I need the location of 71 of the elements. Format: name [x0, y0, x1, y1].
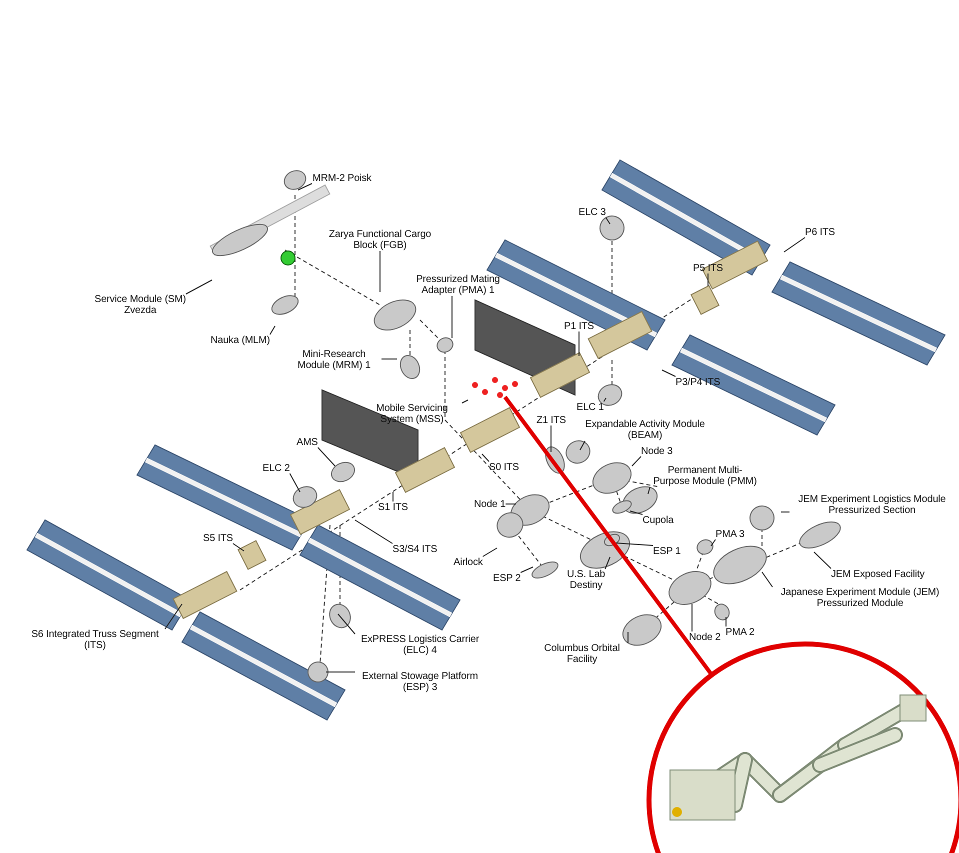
- part-label: JEM Experiment Logistics Module Pressurized Section: [790, 494, 954, 516]
- part-label: Pressurized Mating Adapter (PMA) 1: [403, 274, 513, 296]
- part-label: S1 ITS: [378, 502, 408, 512]
- part-label: ExPRESS Logistics Carrier (ELC) 4: [355, 634, 485, 656]
- leader-line: [289, 473, 300, 492]
- part-label: P6 ITS: [805, 226, 835, 238]
- part-label: Node 2: [689, 632, 721, 642]
- leader-line: [580, 440, 586, 450]
- part-label: PMA 2: [726, 626, 754, 638]
- leader-line: [578, 331, 580, 356]
- leader-line: [710, 539, 716, 546]
- part-label: MRM-2 Poisk: [312, 172, 372, 184]
- leader-line: [164, 604, 182, 630]
- leader-line: [482, 548, 498, 557]
- zoom-line: [503, 396, 712, 674]
- part-label: ELC 1: [576, 402, 604, 412]
- part-label: Destiny: [568, 580, 604, 591]
- part-label: P1 ITS: [564, 320, 594, 332]
- part-label: Cupola: [642, 514, 674, 526]
- part-label: S6 Integrated Truss Segment (ITS): [25, 629, 165, 651]
- part-label: ESP 1: [653, 546, 681, 556]
- leader-line: [482, 454, 490, 462]
- part-label: S0 ITS: [489, 462, 519, 472]
- leader-line: [784, 237, 806, 252]
- leader-line: [762, 572, 773, 588]
- leader-line: [814, 552, 832, 569]
- leader-line: [381, 358, 398, 360]
- part-label: S5 ITS: [203, 532, 233, 544]
- part-label: External Stowage Platform (ESP) 3: [355, 671, 485, 693]
- part-label: ELC 3: [578, 206, 606, 218]
- leader-line: [630, 510, 643, 515]
- part-label: PMA 3: [716, 528, 744, 540]
- zoom-inset-drawing: [645, 640, 959, 853]
- part-label: Service Module (SM): [94, 294, 186, 305]
- leader-line: [603, 398, 606, 402]
- leader-line: [604, 556, 610, 570]
- part-label: S3/S4 ITS: [392, 544, 438, 554]
- leader-line: [392, 492, 394, 502]
- part-label: U.S. Lab: [567, 569, 606, 580]
- leader-line: [185, 280, 212, 294]
- part-label: Z1 ITS: [536, 414, 566, 426]
- part-label: Zarya Functional Cargo Block (FGB): [325, 229, 435, 251]
- part-label: ESP 2: [493, 572, 521, 584]
- leader-line: [648, 486, 650, 494]
- part-label: P5 ITS: [693, 262, 723, 274]
- part-label: P3/P4 ITS: [676, 376, 720, 388]
- part-label: Columbus Orbital Facility: [530, 643, 634, 665]
- part-label: JEM Exposed Facility: [831, 568, 925, 580]
- part-label: Mini-Research Module (MRM) 1: [286, 349, 382, 371]
- part-label: Node 1: [474, 498, 506, 510]
- part-label: Airlock: [454, 556, 483, 568]
- leader-line: [605, 217, 610, 224]
- part-label: Zvezda: [123, 305, 158, 316]
- part-label: ELC 2: [262, 462, 290, 474]
- part-label: Permanent Multi-Purpose Module (PMM): [650, 465, 760, 487]
- leader-line: [550, 425, 552, 452]
- leader-line: [317, 447, 336, 466]
- part-label: Node 3: [641, 446, 673, 456]
- part-label: Expandable Activity Module (BEAM): [585, 419, 705, 441]
- leader-line: [662, 370, 676, 377]
- leader-line: [269, 326, 276, 335]
- part-label: Japanese Experiment Module (JEM) Pressurized Module: [772, 587, 948, 609]
- leader-line: [462, 400, 468, 404]
- leader-line: [232, 543, 244, 552]
- leader-line: [354, 520, 393, 544]
- part-label: AMS: [296, 436, 318, 448]
- leader-line: [616, 542, 654, 546]
- part-label: Nauka (MLM): [210, 334, 270, 346]
- leader-line: [520, 566, 534, 573]
- leader-line: [298, 183, 312, 190]
- leader-line: [632, 456, 642, 466]
